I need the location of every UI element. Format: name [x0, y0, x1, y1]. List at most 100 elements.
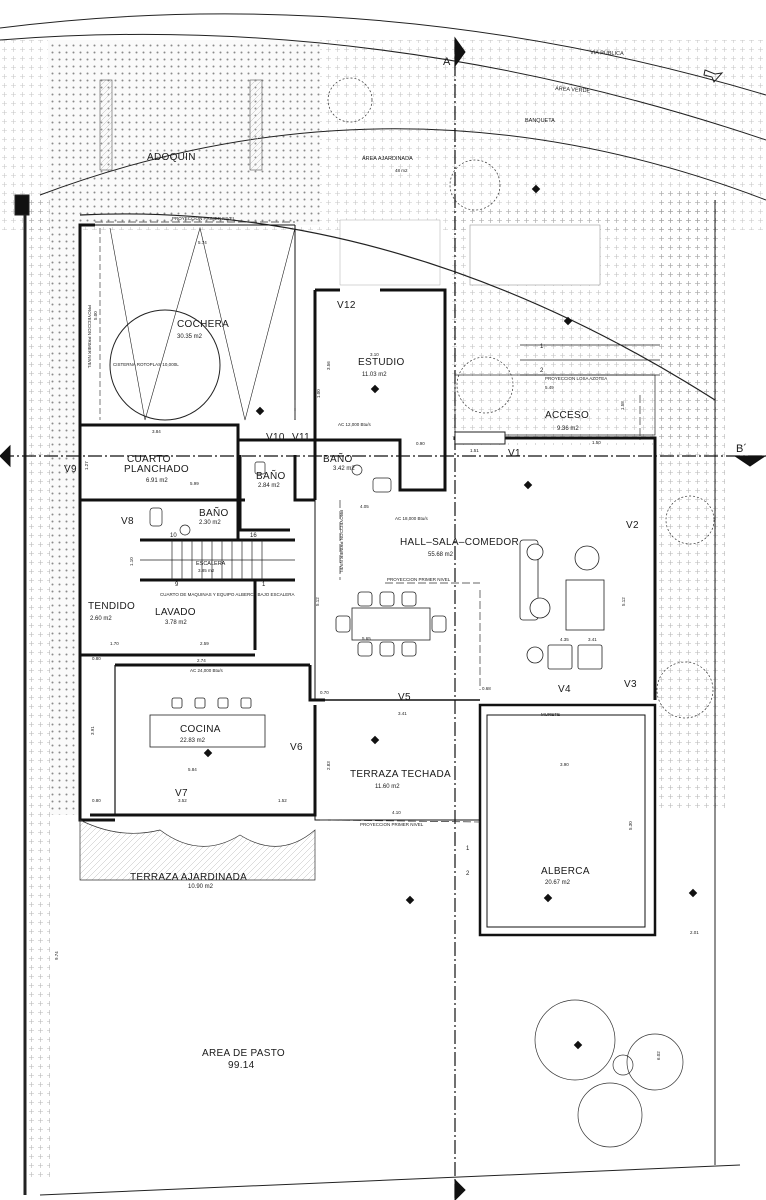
dimensions: 5.74 5.00 3.84 5.99 3.10 3.56 1.00 0.90 … [54, 240, 699, 1060]
bath-fixtures [149, 461, 392, 536]
cuarto-planchado-area: 6.91 m2 [146, 478, 168, 484]
dim-356: 3.56 [326, 361, 331, 370]
bano-1-area: 3.42 m2 [333, 466, 355, 472]
cochera-details [99, 79, 296, 421]
section-b-label: B´ [736, 443, 747, 455]
dim-310: 3.10 [370, 352, 379, 357]
window-v7: V7 [175, 788, 188, 799]
cisterna-label: CISTERNA ROTOPLAS 10,000L [113, 362, 179, 367]
dim-100: 1.00 [316, 389, 321, 398]
dim-068: 0.68 [482, 686, 491, 691]
cocina-label: COCINA [180, 724, 221, 735]
area-ajardinada-m2: 48 m2 [395, 168, 408, 173]
dim-584: 5.84 [188, 767, 197, 772]
window-v3: V3 [624, 679, 637, 690]
hall-label: HALL–SALA–COMEDOR [400, 537, 519, 548]
dim-599: 5.99 [190, 481, 199, 486]
ac-24000-label: AC 24,000 Btu/s [190, 668, 224, 673]
section-a-label: A [443, 56, 451, 68]
dim-201: 2.01 [690, 930, 699, 935]
dim-283: 2.83 [326, 761, 331, 770]
stairs [140, 540, 295, 580]
dim-150: 1.50 [592, 440, 601, 445]
stair-lower-9: 9 [175, 582, 179, 588]
dim-152: 1.52 [278, 798, 287, 803]
stair-top-2: 2 [540, 368, 544, 374]
dim-574: 5.74 [198, 240, 207, 245]
dim-565: 5.65 [362, 636, 371, 641]
escalera-label: ESCALERA [196, 561, 226, 567]
terraza-ajardinada-area: 10.90 m2 [188, 884, 214, 890]
acceso-label: ACCESO [545, 410, 589, 421]
window-v6: V6 [290, 742, 303, 753]
escalera-area: 3.85 m2 [198, 568, 215, 573]
bano-3-label: BAÑO [199, 506, 229, 519]
stair-numbers: 1 2 1 2 10 16 9 1 [170, 344, 544, 877]
cochera-proyeccion: PROYECCION PRIMER NIVEL [172, 216, 236, 221]
stair-upper-10: 10 [170, 533, 177, 539]
dim-352: 3.52 [178, 798, 187, 803]
bano-1-label: BAÑO [323, 452, 353, 465]
cistern-circle [109, 309, 221, 421]
banqueta-label: BANQUETA [525, 118, 555, 124]
dim-390: 3.90 [560, 762, 569, 767]
bano-3-area: 2.30 m2 [199, 520, 221, 526]
dim-974: 9.74 [54, 951, 59, 960]
stair-step-1: 1 [466, 846, 470, 852]
cuarto-planchado-label-1: CUARTO [127, 454, 171, 465]
stair-top-1: 1 [540, 344, 544, 350]
kitchen-island [149, 697, 266, 748]
ac-18000-label: AC 18,000 Btu/s [395, 516, 429, 521]
hall-area: 55.68 m2 [428, 552, 454, 558]
dim-090: 0.90 [416, 441, 425, 446]
bano-2-label: BAÑO [256, 469, 286, 482]
dim-410: 4.10 [392, 810, 401, 815]
proyeccion-label-terraza: PROYECCION PRIMER NIVEL [360, 822, 424, 827]
area-ajardinada-label: ÁREA AJARDINADA [362, 155, 413, 162]
window-v12: V12 [337, 300, 356, 311]
proyeccion-label-cochera-v: PROYECCION PRIMER NIVEL [87, 305, 92, 369]
dim-110: 1.10 [129, 557, 134, 566]
cuarto-planchado-label-2: PLANCHADO [124, 464, 189, 475]
section-lines [0, 36, 766, 1200]
alberca-label: ALBERCA [541, 866, 590, 877]
cochera-area: 30.35 m2 [177, 334, 203, 340]
living-furniture [519, 539, 605, 670]
estudio-area: 11.03 m2 [362, 372, 387, 378]
dim-530: 5.30 [628, 821, 633, 830]
murete-label: MURETE [541, 712, 560, 717]
dim-341a: 3.41 [588, 637, 597, 642]
area-verde-label: ÁREA VERDE [555, 85, 591, 94]
tendido-area: 2.60 m2 [90, 616, 112, 622]
terraza-area: 11.60 m2 [375, 784, 400, 790]
dim-435: 4.35 [560, 637, 569, 642]
acceso-area: 9.36 m2 [557, 426, 579, 432]
stair-lower-1: 1 [262, 582, 266, 588]
via-publica-label: VÍA PÚBLICA [590, 49, 624, 57]
dim-070: 0.70 [320, 690, 329, 695]
proyeccion-label-hall-v: PROYECCION PRIMER NIVEL [339, 510, 344, 574]
estudio-label: ESTUDIO [358, 357, 405, 368]
acceso-proyeccion: PROYECCION LOSA AZOTEA [545, 376, 607, 381]
tendido-label: TENDIDO [88, 601, 135, 612]
north-arrow-icon [703, 69, 724, 83]
terraza-ajardinada-label: TERRAZA AJARDINADA [130, 872, 247, 883]
dim-549: 5.49 [545, 385, 554, 390]
bano-2-area: 2.84 m2 [258, 483, 280, 489]
window-v2: V2 [626, 520, 639, 531]
dim-405: 4.05 [360, 504, 369, 509]
dim-391: 3.91 [90, 726, 95, 735]
trees [79, 77, 715, 1148]
dim-151: 1.51 [470, 448, 479, 453]
dim-341b: 3.41 [398, 711, 407, 716]
projection-lines [95, 221, 641, 823]
dim-080a: 0.80 [92, 656, 101, 661]
dining-table [335, 591, 447, 657]
dim-259: 2.59 [200, 641, 209, 646]
stair-step-2: 2 [466, 871, 470, 877]
stair-upper-16: 16 [250, 533, 257, 539]
property-boundary [0, 13, 766, 1196]
dim-274: 2.74 [197, 658, 206, 663]
